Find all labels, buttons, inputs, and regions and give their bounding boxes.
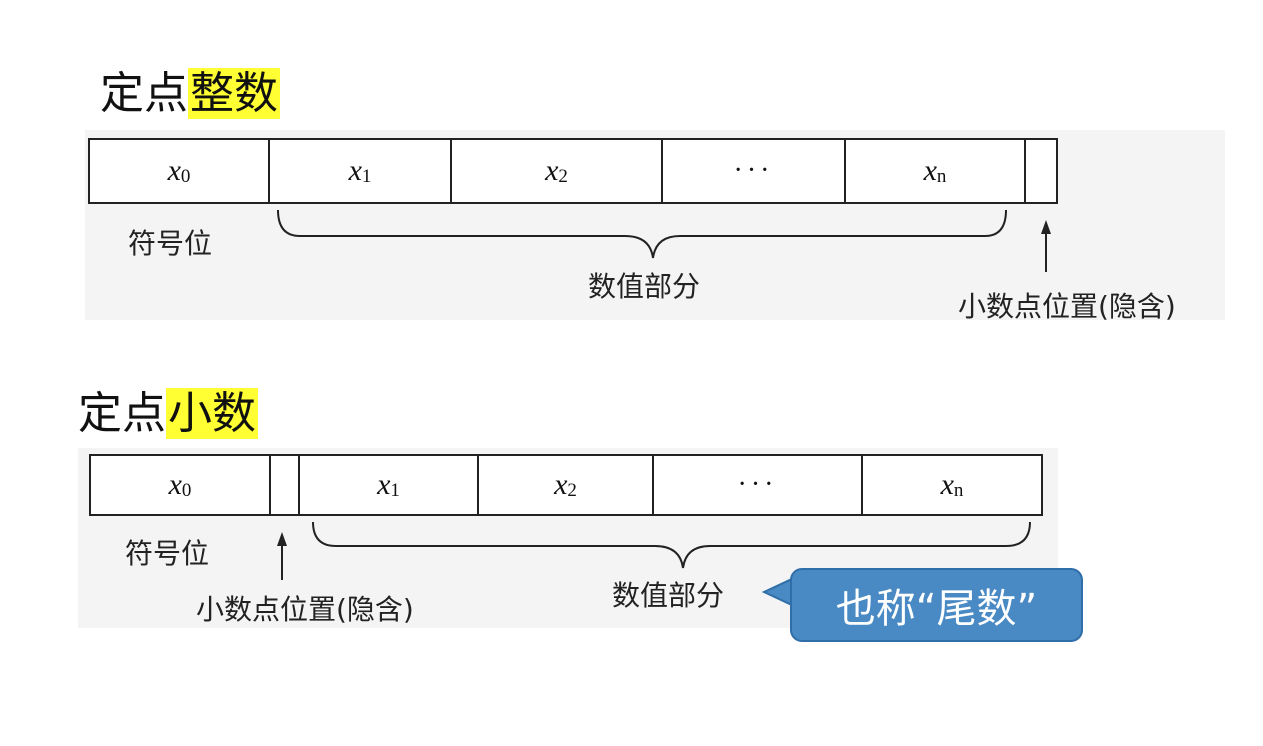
- fraction-brace: [312, 521, 1031, 569]
- callout-text: 也称“尾数”: [835, 586, 1038, 632]
- cell-base: x: [940, 468, 954, 501]
- fraction-title: 定点小数: [78, 388, 258, 439]
- fraction-title-highlight: 小数: [166, 388, 258, 439]
- cell-base: x: [377, 468, 391, 501]
- cell-sub: 2: [567, 480, 577, 501]
- cell-base: x: [923, 154, 937, 187]
- ellipsis: ···: [733, 155, 774, 186]
- integer-brace: [277, 209, 1007, 259]
- integer-cell-ellipsis: ···: [663, 140, 846, 202]
- cell-base: x: [168, 468, 182, 501]
- cell-sub: 0: [180, 166, 191, 187]
- cell-sub: n: [953, 480, 964, 501]
- ellipsis: ···: [737, 469, 778, 500]
- cell-sub: 1: [361, 166, 372, 187]
- fraction-title-plain: 定点: [78, 388, 166, 439]
- fraction-arrow-head: [277, 532, 287, 546]
- mantissa-callout: 也称“尾数”: [790, 568, 1083, 642]
- cell-base: x: [348, 154, 362, 187]
- integer-arrow-head: [1041, 220, 1051, 234]
- fraction-sign-label: 符号位: [125, 537, 210, 570]
- cell-base: x: [545, 154, 559, 187]
- fraction-point-label: 小数点位置(隐含): [196, 593, 414, 626]
- integer-title-highlight: 整数: [188, 68, 280, 119]
- fraction-cell-ellipsis: ···: [654, 456, 863, 514]
- fraction-cell-point: [271, 456, 300, 514]
- cell-sub: 2: [558, 166, 568, 187]
- cell-sub: 1: [390, 480, 400, 501]
- cell-sub: n: [936, 166, 947, 187]
- cell-base: x: [554, 468, 568, 501]
- cell-base: x: [167, 154, 181, 187]
- integer-sign-label: 符号位: [128, 227, 213, 260]
- cell-sub: 0: [181, 480, 192, 501]
- integer-point-label: 小数点位置(隐含): [958, 290, 1176, 323]
- fraction-value-label: 数值部分: [612, 579, 725, 612]
- integer-value-label: 数值部分: [588, 270, 701, 303]
- integer-title-plain: 定点: [100, 68, 188, 119]
- integer-title: 定点整数: [100, 68, 280, 119]
